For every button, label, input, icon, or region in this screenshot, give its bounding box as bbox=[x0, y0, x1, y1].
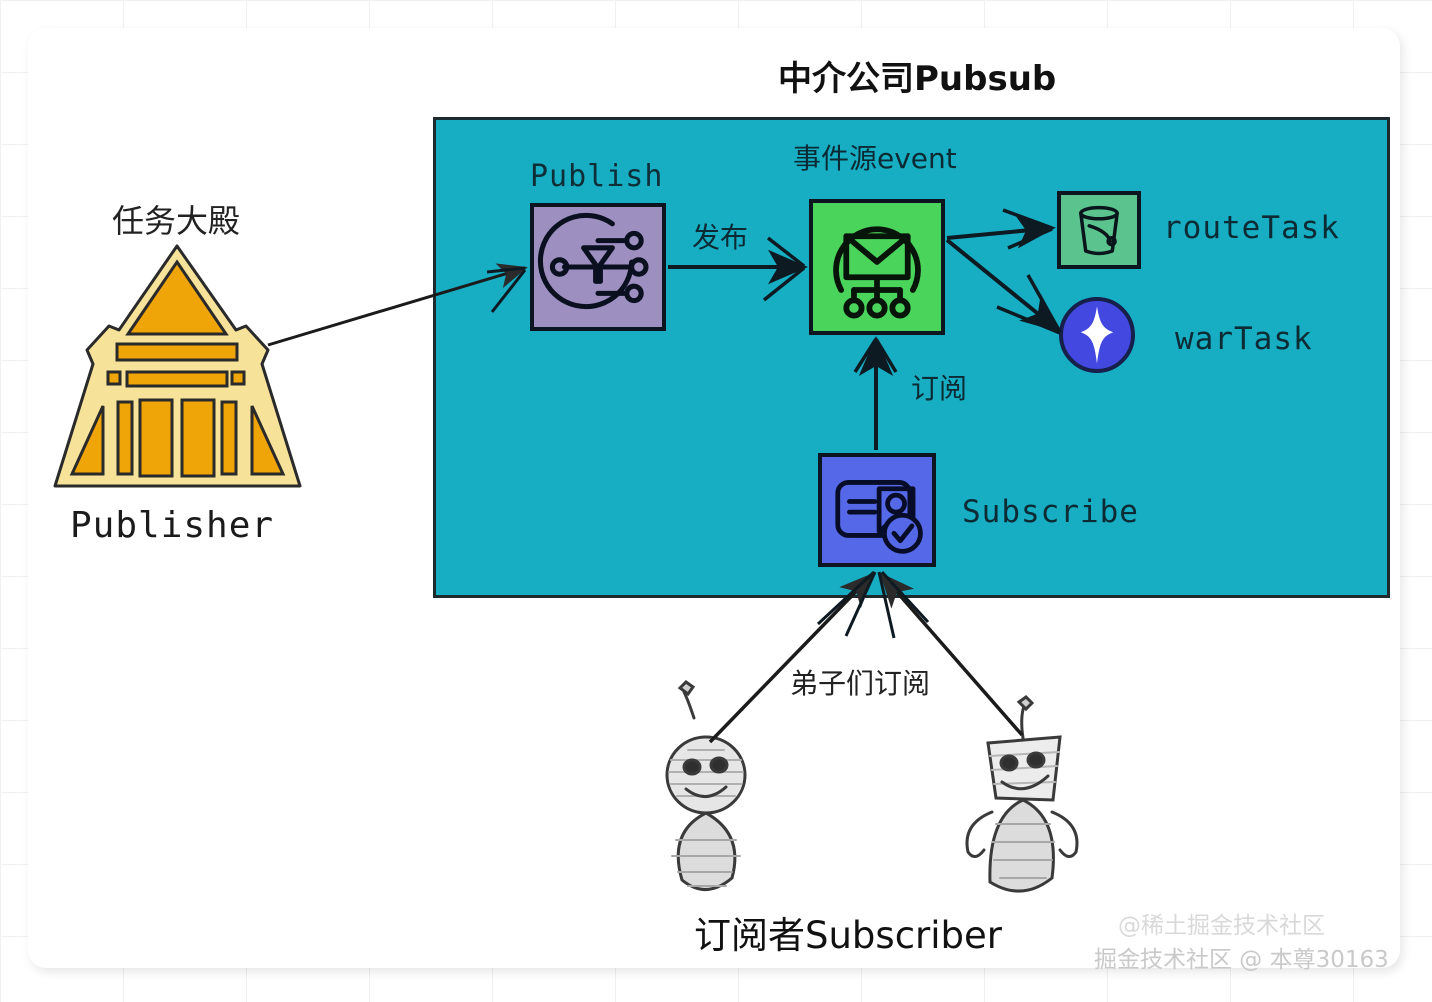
subscribe-node[interactable] bbox=[818, 453, 936, 567]
publish-node[interactable] bbox=[530, 203, 666, 331]
broadcast-distribute-icon bbox=[537, 212, 649, 310]
watermark-bottom: 掘金技术社区 @ 本尊30163 bbox=[1094, 947, 1389, 973]
route-task-label: routeTask bbox=[1163, 210, 1340, 246]
war-task-node[interactable] bbox=[1059, 297, 1135, 373]
bucket-icon bbox=[1079, 205, 1119, 256]
watermark-top: @稀土掘金技术社区 bbox=[1118, 913, 1325, 939]
publisher-label: Publisher bbox=[70, 505, 275, 546]
war-task-label: warTask bbox=[1175, 321, 1313, 357]
page-title: 中介公司Pubsub bbox=[778, 59, 1057, 99]
route-task-node[interactable] bbox=[1057, 191, 1141, 269]
task-hall-label: 任务大殿 bbox=[112, 202, 241, 240]
event-source-node[interactable] bbox=[809, 199, 945, 335]
subscribe-edge-label: 订阅 bbox=[911, 372, 968, 405]
disciples-edge-label: 弟子们订阅 bbox=[790, 667, 931, 700]
subscriber-label: 订阅者Subscriber bbox=[694, 914, 1002, 957]
subscribe-node-label: Subscribe bbox=[962, 494, 1139, 530]
sparkle-star-icon bbox=[1080, 306, 1114, 364]
envelope-network-icon bbox=[833, 226, 921, 319]
publish-edge-label: 发布 bbox=[692, 221, 749, 254]
event-source-label: 事件源event bbox=[793, 142, 957, 175]
id-card-person-check-icon bbox=[835, 480, 923, 554]
publish-node-label: Publish bbox=[530, 159, 664, 194]
